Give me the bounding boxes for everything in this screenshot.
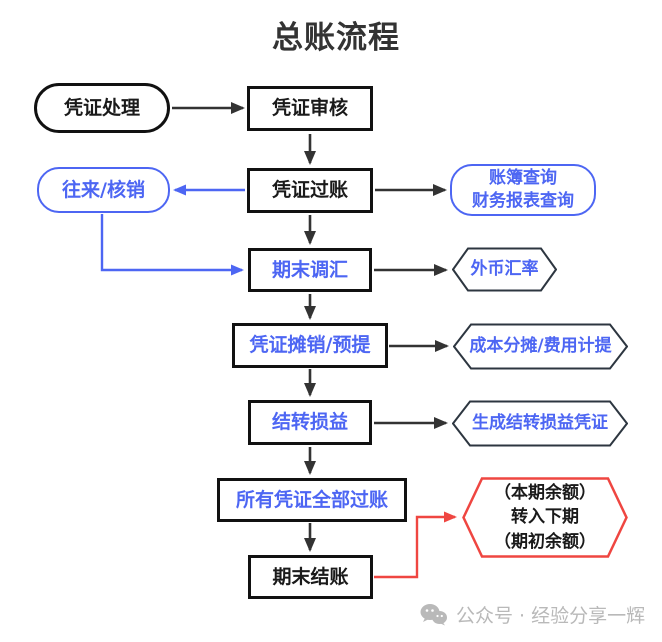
node-all-vouchers-posted-label: 所有凭证全部过账 (235, 488, 388, 511)
node-balance-carryforward: （本期余额） 转入下期 （期初余额） (462, 477, 628, 558)
node-profit-loss-transfer-label: 结转损益 (271, 411, 348, 434)
node-balance-carryforward-line2: 转入下期 (511, 507, 579, 528)
node-generate-pl-voucher-label: 生成结转损益凭证 (472, 413, 608, 434)
node-transactions-writeoff-label: 往来/核销 (62, 178, 145, 201)
node-ledger-query-line2: 财务报表查询 (472, 191, 574, 211)
watermark-label: 公众号 · 经验分享一辉 (456, 605, 646, 627)
wechat-icon (420, 603, 447, 625)
node-voucher-posting: 凭证过账 (247, 168, 373, 213)
node-foreign-exchange-rate: 外币汇率 (452, 247, 557, 292)
arrow-writeoff-to-revaluation (100, 214, 244, 276)
node-cost-allocation: 成本分摊/费用计提 (453, 323, 628, 370)
hexagon-shape (452, 247, 557, 292)
node-balance-carryforward-line3: （期初余额） (494, 531, 596, 552)
node-ledger-query-line1: 账簿查询 (489, 168, 557, 189)
node-period-end-closing: 期末结账 (248, 555, 373, 599)
node-period-end-closing-label: 期末结账 (272, 565, 349, 588)
node-amortization-accrual: 凭证摊销/预提 (232, 323, 388, 368)
node-cost-allocation-label: 成本分摊/费用计提 (469, 336, 612, 357)
hexagon-shape (462, 477, 628, 558)
watermark: 公众号 · 经验分享一辉 (420, 601, 645, 628)
node-balance-carryforward-line1: （本期余额） (494, 482, 596, 503)
node-generate-pl-voucher: 生成结转损益凭证 (452, 400, 628, 447)
node-transactions-writeoff: 往来/核销 (37, 167, 170, 213)
node-voucher-posting-label: 凭证过账 (271, 179, 348, 202)
node-period-end-revaluation-label: 期末调汇 (271, 258, 348, 281)
arrow-closing-to-carryforward (374, 511, 457, 579)
node-foreign-exchange-rate-label: 外币汇率 (470, 259, 539, 280)
node-voucher-processing: 凭证处理 (34, 83, 170, 133)
page-title: 总账流程 (272, 20, 400, 56)
hexagon-shape (452, 400, 628, 447)
node-amortization-accrual-label: 凭证摊销/预提 (249, 334, 371, 357)
node-voucher-processing-label: 凭证处理 (63, 96, 140, 119)
node-voucher-review: 凭证审核 (247, 86, 373, 131)
node-period-end-revaluation: 期末调汇 (248, 248, 372, 292)
node-profit-loss-transfer: 结转损益 (248, 400, 372, 445)
node-voucher-review-label: 凭证审核 (271, 97, 348, 120)
node-all-vouchers-posted: 所有凭证全部过账 (217, 478, 407, 522)
node-ledger-query: 账簿查询 财务报表查询 (450, 164, 596, 216)
hexagon-shape (453, 323, 628, 370)
